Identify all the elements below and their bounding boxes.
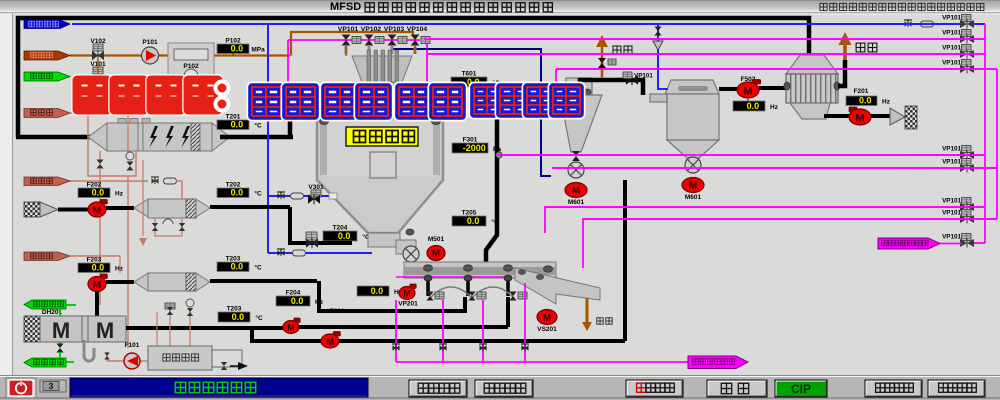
svg-text:0.0: 0.0 — [92, 188, 105, 198]
svg-text:M: M — [93, 280, 101, 291]
svg-text:°C: °C — [362, 233, 370, 241]
svg-text:F502: F502 — [741, 76, 756, 83]
svg-text:Hz: Hz — [115, 191, 124, 198]
svg-text:VP101: VP101 — [942, 198, 961, 205]
svg-text:0.0: 0.0 — [371, 286, 384, 296]
svg-text:VP101: VP101 — [634, 73, 653, 80]
svg-text:T601: T601 — [462, 71, 477, 78]
svg-text:M: M — [572, 186, 580, 197]
svg-text:°C: °C — [254, 190, 262, 198]
svg-text:M601: M601 — [685, 194, 702, 201]
svg-text:P101: P101 — [142, 39, 158, 46]
svg-text:M601: M601 — [568, 199, 585, 206]
svg-text:M: M — [543, 313, 551, 324]
svg-text:MFSD: MFSD — [330, 1, 361, 13]
svg-text:DH201: DH201 — [42, 309, 63, 316]
svg-text:P102: P102 — [183, 63, 199, 70]
svg-text:VP101: VP101 — [942, 234, 961, 241]
svg-text:0.0: 0.0 — [859, 96, 872, 106]
svg-text:T201: T201 — [226, 114, 241, 121]
svg-text:M: M — [432, 249, 440, 260]
svg-text:V102: V102 — [90, 38, 106, 45]
svg-text:°C: °C — [254, 122, 262, 130]
svg-text:T203: T203 — [227, 306, 242, 313]
svg-text:0.0: 0.0 — [231, 44, 244, 54]
svg-text:3: 3 — [49, 381, 54, 391]
svg-text:VS201: VS201 — [537, 326, 557, 333]
svg-text:VP101: VP101 — [338, 26, 359, 33]
svg-text:M: M — [689, 181, 697, 192]
svg-text:0.0: 0.0 — [747, 101, 760, 111]
svg-text:F202: F202 — [87, 182, 102, 189]
svg-text:0.0: 0.0 — [467, 216, 480, 226]
svg-text:Hz: Hz — [770, 104, 779, 111]
svg-text:°C: °C — [255, 314, 263, 322]
svg-text:VP101: VP101 — [942, 159, 961, 166]
svg-text:M: M — [52, 318, 70, 343]
svg-text:F201: F201 — [854, 88, 869, 95]
svg-text:VP102: VP102 — [361, 26, 382, 33]
svg-text:MPa: MPa — [251, 47, 265, 54]
svg-text:VP104: VP104 — [407, 26, 428, 33]
svg-text:Hz: Hz — [315, 299, 324, 306]
svg-text:M: M — [96, 318, 114, 343]
svg-text:M: M — [326, 337, 334, 348]
svg-text:M: M — [744, 85, 753, 97]
svg-text:Hz: Hz — [882, 99, 891, 106]
svg-text:T203: T203 — [226, 256, 241, 263]
svg-text:0.0: 0.0 — [92, 263, 105, 273]
svg-text:°C: °C — [254, 264, 262, 272]
svg-text:F101: F101 — [125, 342, 140, 349]
svg-text:0.0: 0.0 — [231, 120, 244, 130]
svg-text:F204: F204 — [286, 290, 301, 297]
svg-text:0.0: 0.0 — [338, 231, 351, 241]
svg-text:-2000: -2000 — [463, 143, 486, 153]
svg-text:CIP: CIP — [791, 382, 811, 396]
svg-text:0.0: 0.0 — [291, 296, 304, 306]
svg-text:M: M — [93, 206, 101, 217]
svg-text:F301: F301 — [463, 137, 478, 144]
svg-text:M: M — [403, 289, 410, 299]
svg-text:0.0: 0.0 — [231, 262, 244, 272]
svg-text:Hz: Hz — [115, 266, 124, 273]
svg-text:VP101: VP101 — [942, 30, 961, 37]
svg-text:T204: T204 — [333, 225, 348, 232]
svg-text:P102: P102 — [225, 38, 241, 45]
svg-text:VP101: VP101 — [942, 45, 961, 52]
svg-text:M: M — [287, 323, 294, 333]
svg-text:VP101: VP101 — [942, 60, 961, 67]
svg-text:M501: M501 — [428, 236, 445, 243]
svg-text:Hz: Hz — [394, 289, 403, 296]
svg-text:T205: T205 — [462, 210, 477, 217]
svg-text:VP201: VP201 — [398, 301, 418, 308]
svg-text:F203: F203 — [87, 257, 102, 264]
svg-text:VP103: VP103 — [384, 26, 405, 33]
svg-text:V301: V301 — [308, 184, 324, 191]
svg-text:VP101: VP101 — [942, 15, 961, 22]
svg-text:T202: T202 — [226, 182, 241, 189]
svg-text:VP101: VP101 — [942, 146, 961, 153]
svg-text:F601: F601 — [330, 308, 345, 315]
svg-text:0.0: 0.0 — [231, 188, 244, 198]
svg-text:0.0: 0.0 — [232, 312, 245, 322]
svg-text:VP101: VP101 — [942, 210, 961, 217]
svg-text:M: M — [855, 113, 864, 125]
